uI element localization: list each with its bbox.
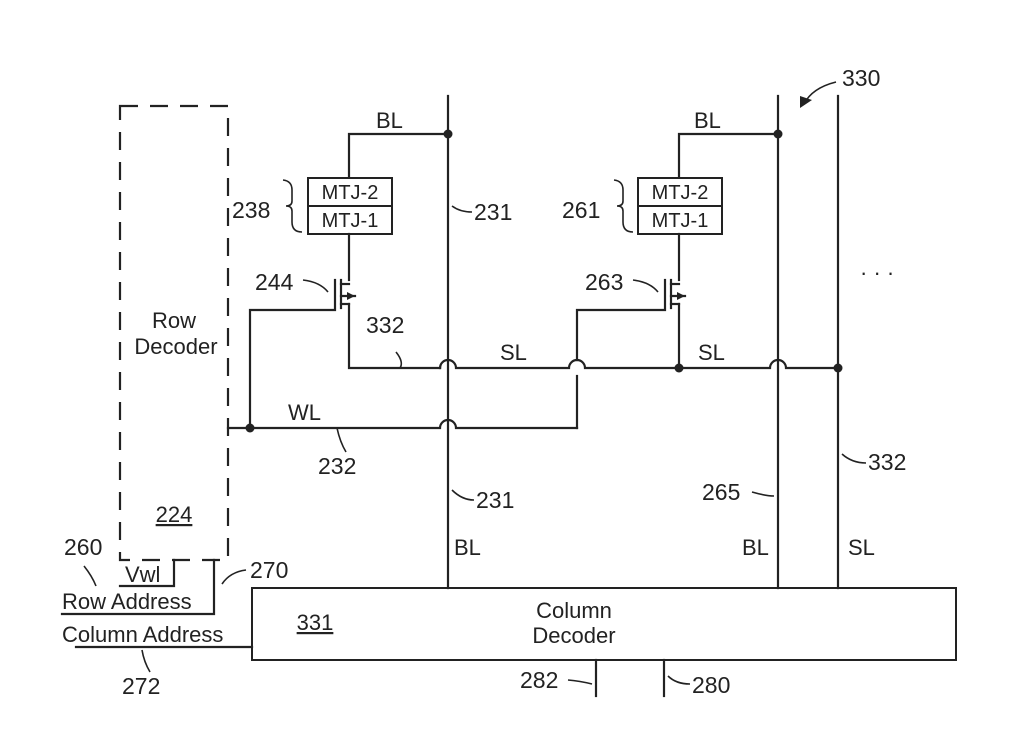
row-decoder-label-1: Row [152, 308, 196, 333]
memory-cell-2: MTJ-2 MTJ-1 [575, 129, 783, 373]
leader-280 [667, 675, 691, 685]
cell2-bitline-branch [677, 132, 780, 180]
cell2-group-ref: 261 [562, 197, 600, 223]
ellipsis: · · · [860, 260, 894, 285]
row-address-label: Row Address [62, 589, 192, 614]
cell2-mtj1-box [637, 205, 723, 235]
leader-lines [83, 81, 867, 685]
cell1-mtj2-label: MTJ-2 [322, 182, 379, 204]
output-ref-280: 280 [692, 672, 730, 698]
sl-label-2: SL [698, 340, 725, 365]
figure-ref: 330 [842, 65, 880, 91]
bitline2-ref: 265 [702, 479, 740, 505]
cell2-mtj2-box [637, 177, 723, 207]
wl-junction-dot [245, 423, 255, 433]
column-address-ref: 272 [122, 673, 160, 699]
cell1-arrow-icon [347, 292, 355, 300]
bitline2-bottom-label: BL [742, 535, 769, 560]
word-line [226, 418, 579, 433]
vwl-line [118, 558, 176, 588]
cell2-bitline-junction-dot [773, 129, 783, 139]
leader-270 [221, 569, 247, 585]
wl-label: WL [288, 400, 321, 425]
source-line-horizontal [438, 358, 843, 430]
cell1-gate-wire [248, 308, 337, 430]
column-address-label: Column Address [62, 622, 223, 647]
cell2-group-brace [613, 179, 634, 233]
sl-label-1: SL [500, 340, 527, 365]
cell2-arrow-icon [677, 292, 685, 300]
row-decoder-label-2: Decoder [134, 334, 217, 359]
leader-332-sl [395, 351, 403, 369]
leader-244 [302, 279, 329, 293]
row-address-line [60, 558, 216, 616]
vertical-sl-ref: 332 [868, 449, 906, 475]
cell1-bitline-junction-dot [443, 129, 453, 139]
cell1-bl-label: BL [376, 108, 403, 133]
cell1-bitline-branch [347, 132, 450, 180]
cell1-mtj2-box [307, 177, 393, 207]
cell1-group-brace [282, 179, 303, 233]
cell2-mtj1-label: MTJ-1 [652, 210, 709, 232]
cell1-transistor-ref: 244 [255, 269, 294, 295]
vwl-label: Vwl [125, 562, 160, 587]
vertical-sl-bottom-label: SL [848, 535, 875, 560]
leader-263 [632, 279, 659, 293]
sl-wire [438, 358, 840, 370]
leader-231-bottom [451, 489, 475, 501]
bitline-ref-top: 231 [474, 199, 512, 225]
sl-junction-dot [833, 363, 843, 373]
leader-282 [567, 679, 593, 685]
row-decoder-outline [118, 104, 230, 562]
figure-arrow-head-icon [800, 96, 812, 108]
cell1-mtj1-label: MTJ-1 [322, 210, 379, 232]
column-decoder-label-2: Decoder [532, 623, 615, 648]
leader-231-top [451, 205, 473, 213]
bitline-ref-bottom: 231 [476, 487, 514, 513]
leader-260 [83, 565, 97, 587]
cell2-mtj2-label: MTJ-2 [652, 182, 709, 204]
cell2-transistor-ref: 263 [585, 269, 623, 295]
row-address-ref: 270 [250, 557, 288, 583]
bitline1-bottom-label: BL [454, 535, 481, 560]
vwl-ref: 260 [64, 534, 102, 560]
cell1-mtj1-box [307, 205, 393, 235]
column-decoder-ref: 331 [297, 610, 334, 635]
output-ref-282: 282 [520, 667, 558, 693]
column-decoder-label-1: Column [536, 598, 612, 623]
row-decoder-ref: 224 [156, 502, 193, 527]
wl-wire [226, 418, 579, 430]
leader-332-vertical [841, 453, 867, 464]
column-decoder-outline [251, 587, 957, 661]
input-signals: Vwl Row Address Column Address [60, 558, 254, 649]
leader-272 [141, 649, 151, 673]
leader-265 [751, 491, 775, 497]
labels: BL BL 330 238 261 231 244 263 332 SL SL … [64, 65, 906, 699]
leader-232 [336, 427, 347, 453]
cell1-source-wire [347, 302, 442, 370]
wl-ref: 232 [318, 453, 356, 479]
sl-ref: 332 [366, 312, 404, 338]
cell1-group-ref: 238 [232, 197, 270, 223]
column-decoder-block: Column Decoder 331 [251, 587, 957, 661]
cell2-bl-label: BL [694, 108, 721, 133]
row-decoder-block: Row Decoder 224 [118, 104, 230, 562]
memory-cell-1: MTJ-2 MTJ-1 [248, 129, 453, 430]
cell2-gate-wire [575, 308, 667, 362]
